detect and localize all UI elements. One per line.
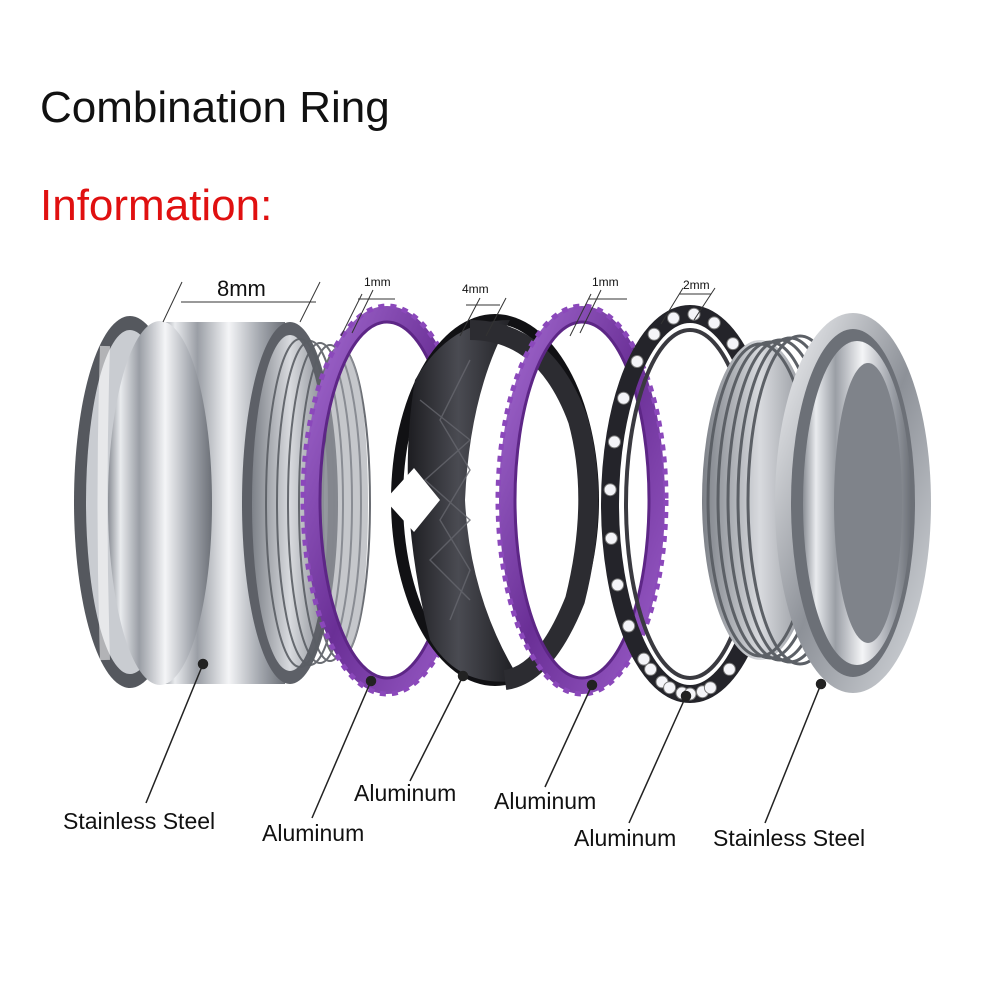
dimension-label-purple-ring-1: 1mm (364, 275, 391, 289)
crystal-stone (604, 531, 618, 545)
crystal-stone (644, 662, 658, 676)
crystal-stone (726, 337, 740, 351)
information-heading: Information: (40, 181, 273, 230)
dimension-label-purple-ring-2: 1mm (592, 275, 619, 289)
crystal-stone (667, 311, 680, 325)
inner-steel-core (702, 313, 931, 693)
material-label-purple-ring-1: Aluminum (262, 820, 365, 846)
dimension-label-gem-ring: 2mm (683, 278, 710, 292)
dimension-lines (162, 281, 716, 337)
material-label-purple-ring-2: Aluminum (494, 788, 597, 814)
crystal-stone (611, 578, 625, 592)
crystal-stone (622, 619, 636, 633)
crystal-stone (630, 355, 644, 368)
crystal-stone (603, 483, 617, 497)
crystal-stone (637, 652, 651, 666)
material-label-black-band: Aluminum (354, 780, 457, 806)
outer-steel-band (74, 316, 371, 688)
material-label-inner-core: Stainless Steel (713, 825, 866, 851)
crystal-stone (687, 307, 701, 321)
crystal-stone (663, 681, 677, 695)
crystal-stone (647, 327, 661, 341)
crystal-stone (703, 681, 717, 695)
crystal-stone (607, 435, 621, 449)
crystal-stone (722, 662, 736, 676)
dimension-label-outer-band: 8mm (217, 276, 266, 301)
material-label-gem-ring: Aluminum (574, 825, 677, 851)
leader-lines (145, 658, 827, 824)
page-title: Combination Ring (40, 83, 390, 132)
crystal-stone (707, 316, 721, 330)
purple-ring-2 (495, 303, 669, 697)
material-label-outer-band: Stainless Steel (63, 808, 216, 834)
black-faceted-band (385, 314, 599, 690)
dimension-label-black-band: 4mm (462, 282, 489, 296)
crystal-stone (617, 391, 631, 405)
